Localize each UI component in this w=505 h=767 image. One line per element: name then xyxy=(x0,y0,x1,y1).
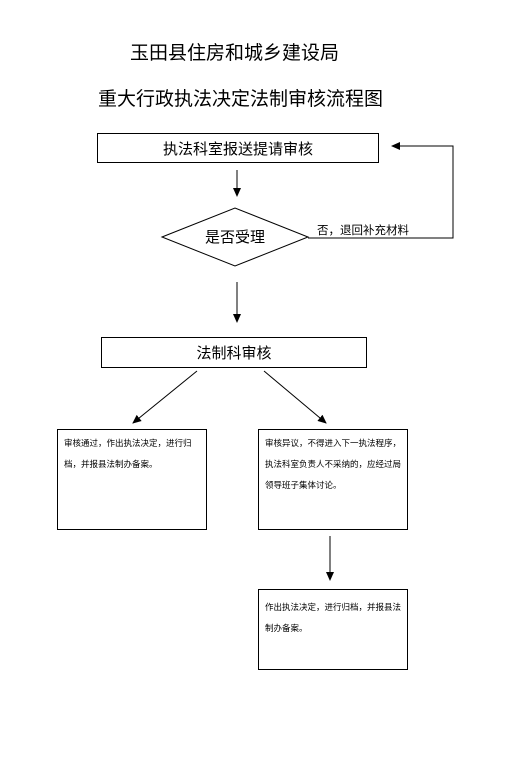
final-box: 作出执法决定，进行归档，并报县法制办备案。 xyxy=(258,589,408,670)
decision-diamond xyxy=(160,207,310,267)
arrow-reject-loop xyxy=(308,142,454,239)
approved-box: 审核通过，作出执法决定，进行归档，并报县法制办备案。 xyxy=(57,429,207,530)
objection-box: 审核异议，不得进入下一执法程序，执法科室负责人不采纳的，应经过局领导班子集体讨论… xyxy=(258,429,408,530)
org-title: 玉田县住房和城乡建设局 xyxy=(129,42,339,64)
reject-label: 否，退回补充材料 xyxy=(317,223,409,237)
submit-box: 执法科室报送提请审核 xyxy=(97,133,379,163)
arrow-review-to-approved xyxy=(132,370,198,424)
chart-title: 重大行政执法决定法制审核流程图 xyxy=(97,88,383,110)
arrow-review-to-objection xyxy=(263,370,327,424)
decision-label: 是否受理 xyxy=(204,228,265,246)
legal-review-box: 法制科审核 xyxy=(101,337,367,368)
